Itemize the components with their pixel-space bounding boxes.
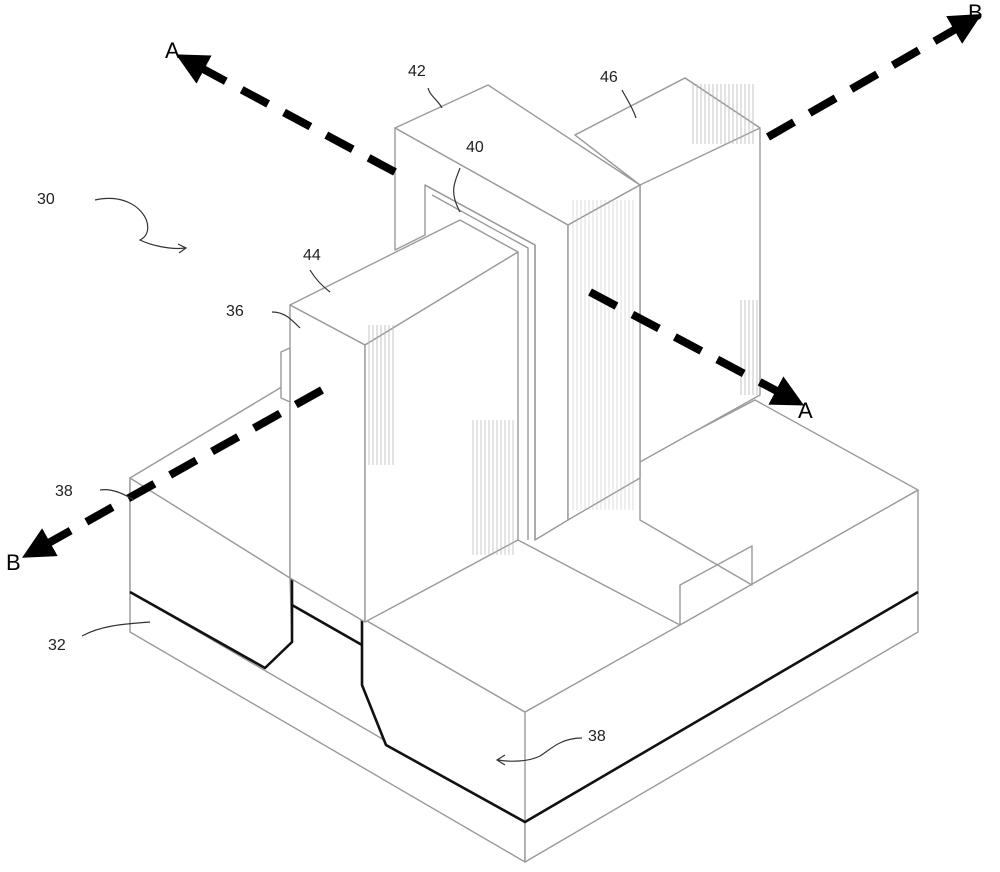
cut-line-a-upper-arrow	[190, 62, 395, 172]
leader-device	[95, 198, 185, 248]
source-drain-rear-shading	[690, 84, 756, 144]
source-drain-front-shading	[368, 325, 394, 465]
source-drain-rear-shading-lower	[738, 300, 758, 395]
fin-stub-face	[281, 348, 290, 402]
label-device: 30	[37, 191, 55, 208]
cut-b-start-label: B	[6, 550, 21, 575]
cut-line-b-upper-arrow	[768, 22, 968, 137]
label-isolation-right: 38	[588, 728, 606, 745]
label-source-drain-rear: 46	[600, 69, 618, 86]
cut-a-start-label: A	[165, 38, 180, 63]
source-drain-front-left-face	[290, 305, 365, 622]
label-gate: 42	[408, 63, 426, 80]
label-source-drain-front: 44	[303, 247, 321, 264]
cut-b-end-label: B	[968, 0, 983, 25]
label-gate-dielectric: 40	[466, 139, 484, 156]
label-isolation-left: 38	[55, 483, 73, 500]
leader-gate	[428, 88, 442, 108]
label-fin: 36	[226, 303, 244, 320]
fin-stub	[281, 348, 290, 402]
cut-a-end-label: A	[798, 398, 813, 423]
label-substrate: 32	[48, 637, 66, 654]
source-drain-front-shading-lower	[470, 420, 516, 555]
gate-right-shading	[572, 200, 636, 510]
